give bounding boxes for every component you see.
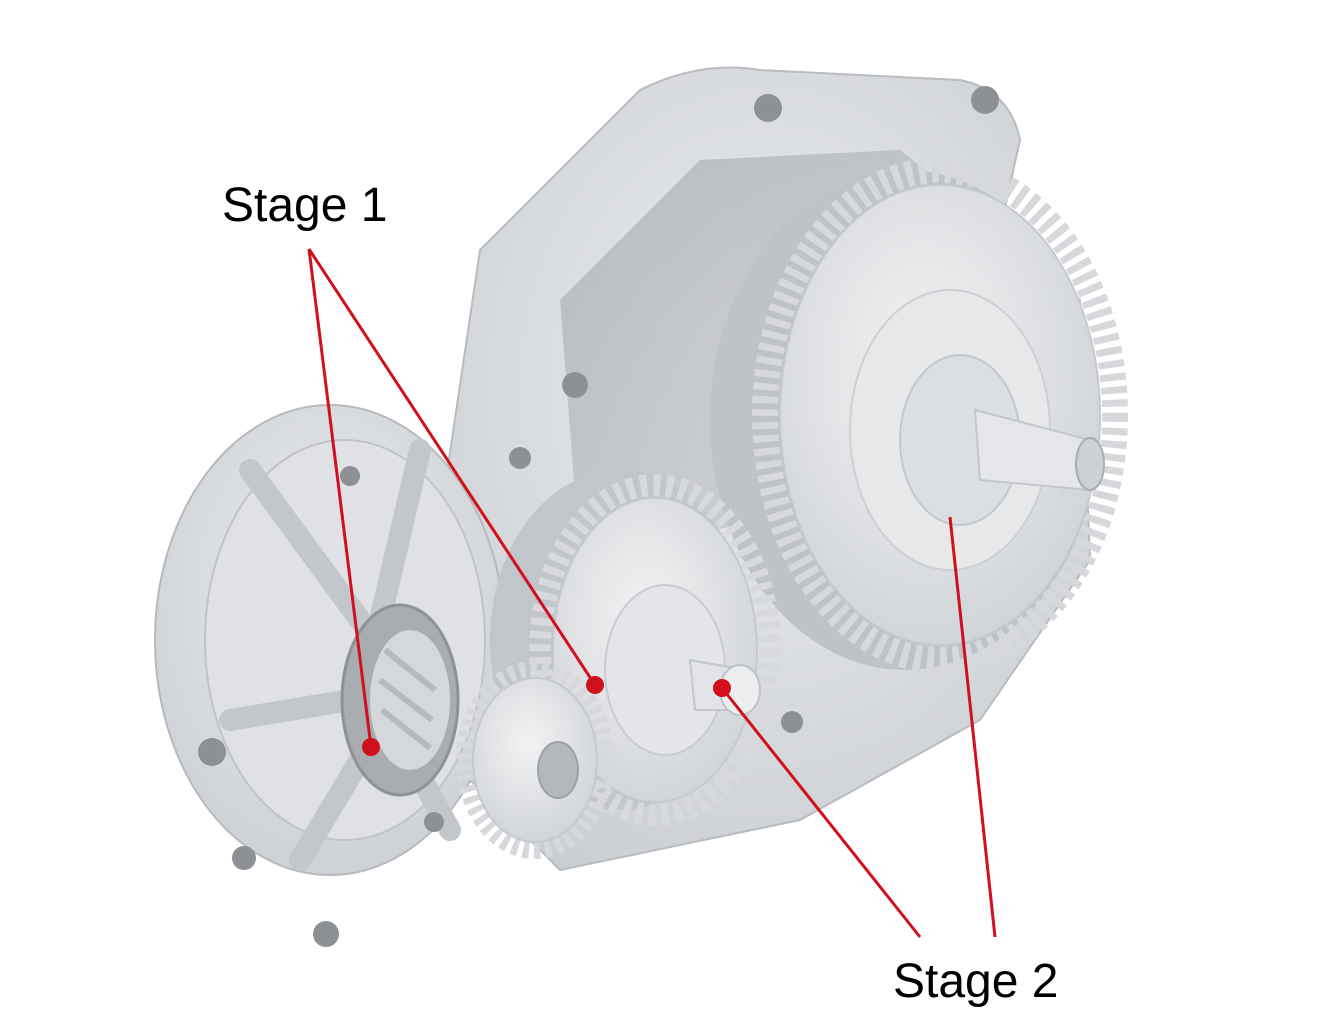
label-stage-2: Stage 2 [893,955,1059,1008]
callout-line-stage1 [307,248,373,748]
callout-line-stage1 [307,248,597,686]
callout-line-stage2 [720,687,922,938]
callout-line-stage2 [948,516,997,938]
callout-dot-stage2 [713,679,731,697]
motor-cover [154,404,506,947]
pinion-gear [456,661,614,859]
callout-dot-stage1 [586,676,604,694]
label-stage-1: Stage 1 [222,179,388,232]
output-gear-large [710,157,1128,673]
callout-lines [307,248,997,938]
callout-dot-stage1 [362,738,380,756]
